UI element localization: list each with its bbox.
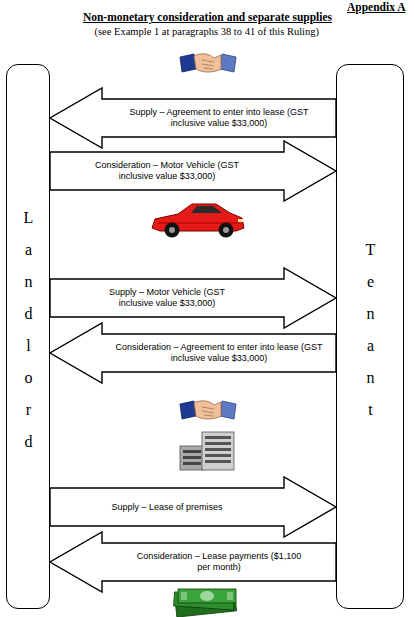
arrow-label: Consideration – Lease payments ($1,100 p… <box>137 551 302 573</box>
arrow-label: Consideration – Agreement to enter into … <box>108 342 330 364</box>
arrow-label: Consideration – Motor Vehicle (GST inclu… <box>91 160 243 182</box>
party-name: Tenant <box>362 241 378 433</box>
tenant-box: Tenant <box>336 64 404 609</box>
block-arrow <box>50 532 336 592</box>
motor-vehicle-icon <box>152 204 244 238</box>
landlord-box: Landlord <box>6 64 50 609</box>
money-icon <box>174 589 237 617</box>
arrow-label: Supply – Agreement to enter into lease (… <box>122 107 317 129</box>
appendix-label: Appendix A <box>347 1 405 13</box>
party-name: Landlord <box>20 209 36 465</box>
handshake-icon <box>180 401 236 419</box>
block-arrow <box>50 88 336 148</box>
reference-note: (see Example 1 at paragraphs 38 to 41 of… <box>95 26 320 37</box>
handshake-icon <box>180 54 236 72</box>
block-arrow <box>50 323 336 383</box>
building-icon <box>180 432 234 470</box>
block-arrow <box>50 477 336 537</box>
block-arrow <box>50 268 336 328</box>
arrow-label: Supply – Motor Vehicle (GST inclusive va… <box>91 287 243 309</box>
block-arrow <box>50 141 336 201</box>
arrow-label: Supply – Lease of premises <box>67 502 267 513</box>
connectors <box>50 88 336 592</box>
